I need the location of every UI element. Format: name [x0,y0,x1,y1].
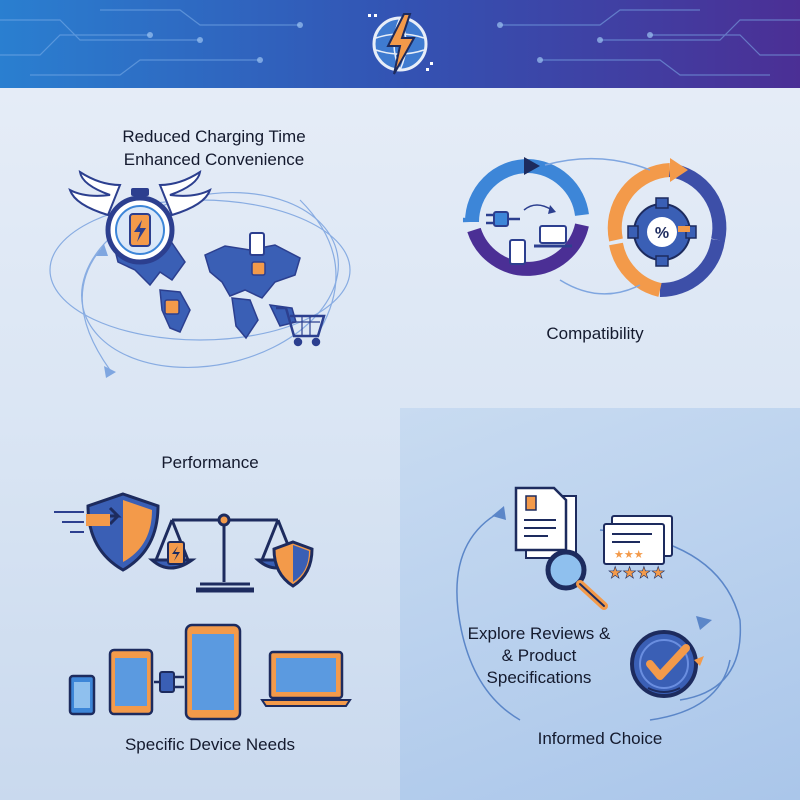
arc-arrow-icon [104,366,116,378]
arc-arrow-icon [492,506,506,520]
svg-text:★★★★: ★★★★ [608,563,665,582]
arc-arrow-icon [96,244,108,256]
charging-caption-line2: Enhanced Convenience [123,150,305,169]
phone-icon [249,232,265,256]
percent-gear-icon: % [627,197,697,267]
balance-scale-icon [148,513,303,593]
document-icon [514,486,577,559]
research-caption-line1: Explore Reviews & [467,624,611,643]
header-banner [0,0,800,88]
performance-caption: Performance [161,453,259,472]
phone-icon [68,674,96,716]
review-stars-icon: ★★★ ★★★★ [603,515,673,582]
arc-arrow-icon [696,616,712,630]
svg-text:%: % [655,225,669,242]
svg-text:★★★: ★★★ [614,548,644,561]
compatibility-caption: Compatibility [546,324,644,343]
laptop-icon [260,650,352,707]
cycle-arrow-icon [670,158,688,182]
shield-icon [272,540,314,588]
cycle-arrow-icon [524,157,540,175]
checkmark-badge-icon [630,630,704,698]
tablet-icon [184,623,242,721]
phone-icon [509,239,526,265]
research-caption-line2: & Product [501,646,577,665]
speed-lines [54,511,84,533]
charger-plug-icon [154,671,184,693]
charger-plug-icon [486,204,556,227]
shield-icon [86,492,160,572]
informed-choice-caption: Informed Choice [537,729,663,748]
shopping-cart-icon [276,306,326,347]
research-caption-line3: Specifications [486,668,592,687]
magnifier-icon [545,549,608,610]
tablet-icon [108,648,154,716]
device-needs-caption: Specific Device Needs [124,735,296,754]
map-pin-icon [251,261,266,276]
laptop-icon [534,225,572,248]
map-pin-icon [164,299,180,315]
winged-stopwatch-icon [68,169,212,265]
battery-icon [167,541,185,565]
globe-lightning-icon [368,13,433,75]
charging-caption-line1: Reduced Charging Time [122,127,306,146]
research-flow-arcs [456,511,742,721]
